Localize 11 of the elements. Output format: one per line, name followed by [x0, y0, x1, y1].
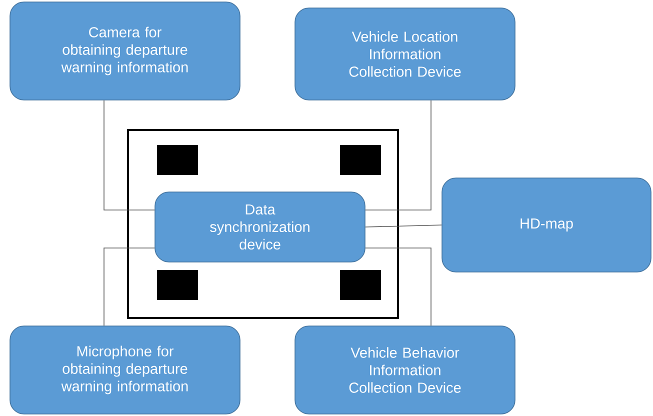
device-box: Vehicle Behavior Information Collection Device — [294, 326, 516, 414]
connector-line — [365, 248, 432, 326]
device-box: Camera for obtaining departure warning information — [10, 2, 240, 100]
device-box: Microphone for obtaining departure warning information — [10, 326, 240, 414]
connector-line — [365, 100, 432, 210]
device-box: Vehicle Location Information Collection Device — [294, 8, 516, 100]
connector-line — [104, 248, 155, 326]
device-box: HD-map — [442, 178, 652, 272]
connector-line — [365, 224, 442, 228]
device-box: Data synchronization device — [154, 192, 366, 262]
connector-line — [104, 100, 155, 210]
